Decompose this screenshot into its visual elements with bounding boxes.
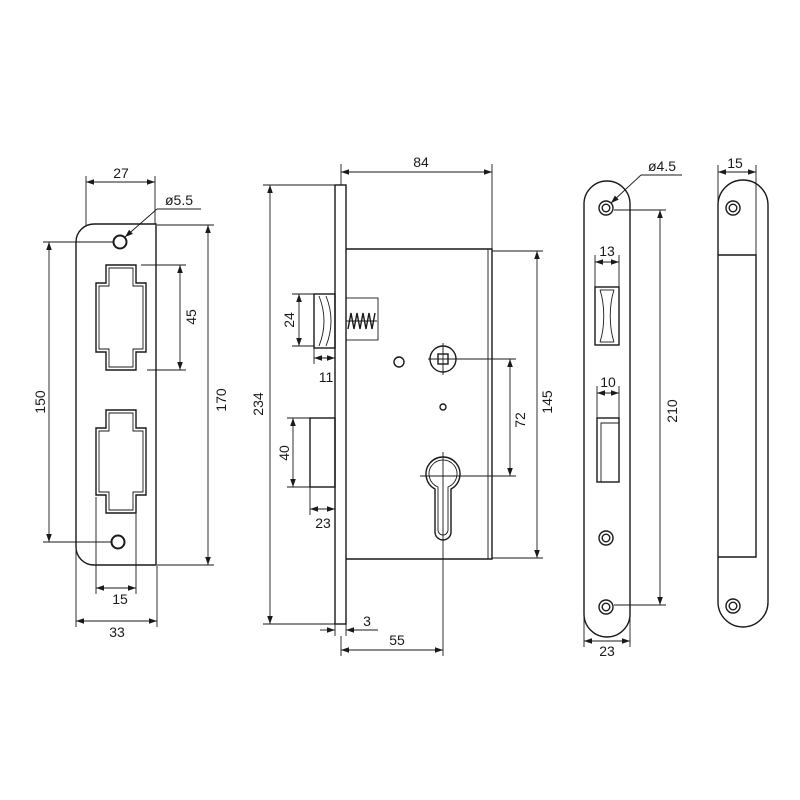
dimension-deadbolt-slot: 10 [596, 374, 620, 418]
faceplate-middle-screw-hole [598, 530, 614, 546]
latch-bolt-body [313, 293, 336, 349]
strike-plate-upper-screw-hole [112, 234, 128, 250]
dimension-label: 45 [183, 309, 199, 325]
dimension-center-distance: 72 [420, 358, 528, 477]
dimension-label: 210 [664, 399, 680, 423]
latch-bolt [313, 293, 336, 349]
faceplate-back-outline [717, 179, 769, 628]
dimension-label: ø4.5 [648, 158, 676, 174]
faceplate-latch-slot [594, 286, 620, 346]
dimension-label: 55 [389, 632, 405, 648]
fixing-hole [439, 403, 447, 411]
faceplate-lower-screw-hole [598, 599, 614, 615]
dimension-label: 23 [315, 515, 331, 531]
dimension-strike-hole-spacing: 150 [32, 241, 113, 543]
strike-plate-lower-screw-hole [110, 534, 126, 550]
dimension-label: 27 [113, 165, 129, 181]
dimension-faceplate-back: 15 [717, 155, 757, 255]
latch-bolt-curve [318, 295, 325, 347]
dimension-label: 11 [319, 369, 334, 385]
latch-slot-outline [594, 286, 620, 346]
dimension-faceplate-hole-spacing: 210 [614, 209, 680, 606]
latch-slot-curve [599, 289, 605, 343]
dimension-deadbolt-projection: 23 [309, 487, 336, 531]
dimension-case: 145 [492, 250, 555, 559]
leader-line [124, 208, 158, 238]
dimension-strike-opening-height: 45 [141, 264, 199, 371]
strike-plate-outline [75, 223, 157, 566]
dimension-lock-depth: 84 [340, 154, 493, 249]
faceplate-front-outline [583, 180, 631, 638]
dimension-label: 150 [32, 390, 48, 414]
faceplate-back-lower-screw-hole [725, 598, 741, 614]
strike-plate-view: 27 ø5.5 45 150 170 15 [32, 165, 229, 640]
screw-hole-bore [601, 203, 611, 213]
dimension-strike-top: 27 [85, 165, 156, 226]
faceplate-front-view: ø4.5 13 10 210 23 [583, 158, 682, 659]
dimension-latch-slot: 13 [594, 243, 620, 287]
dimension-strike-overall-span: 33 [75, 550, 158, 640]
dimension-strike-opening-span: 15 [95, 497, 137, 607]
latch-opening-inner-edge [98, 267, 144, 368]
dimension-label: 84 [413, 154, 429, 170]
dimension-label: 234 [250, 392, 266, 416]
lock-case-contact-area [718, 254, 757, 558]
latch-spring [345, 297, 379, 341]
dimension-faceplate-hole-diameter: ø4.5 [610, 158, 682, 204]
dimension-backset: 55 [340, 632, 443, 656]
dimension-latch: 24 [281, 293, 314, 347]
dimension-latch-projection: 11 [313, 348, 336, 385]
screw-hole-countersink [598, 200, 614, 216]
dimension-label: 145 [539, 390, 555, 414]
dimension-strike-overall-length: 170 [157, 224, 229, 566]
leader-line [610, 174, 642, 204]
faceplate-back-view: 15 [717, 155, 769, 628]
faceplate-deadbolt-slot [596, 417, 620, 483]
lock-case [346, 248, 493, 560]
latch-spring-housing [345, 297, 379, 341]
screw-hole-countersink [725, 200, 741, 216]
dimension-label: 13 [599, 243, 615, 259]
latch-opening-outer-edge [95, 264, 147, 371]
follower-pin-hole [393, 356, 405, 368]
bolt-opening-inner-edge [98, 412, 144, 511]
dimension-label: 23 [599, 643, 615, 659]
strike-plate-bolt-opening [95, 409, 147, 514]
faceplate-upper-screw-hole [598, 200, 614, 216]
dimension-strike-hole-diameter: ø5.5 [124, 192, 201, 238]
dimension-label: 3 [363, 613, 371, 629]
strike-plate-latch-opening [95, 264, 147, 371]
dimension-label: ø5.5 [165, 192, 193, 208]
dimension-deadbolt: 40 [276, 417, 310, 488]
dimension-label: 10 [600, 374, 616, 390]
dimension-label: 24 [281, 312, 297, 328]
latch-bolt-curve [325, 295, 332, 347]
screw-hole-bore [728, 601, 738, 611]
screw-hole-countersink [598, 599, 614, 615]
screw-hole-countersink [725, 598, 741, 614]
bolt-opening-outer-edge [95, 409, 147, 514]
screw-hole-bore [601, 533, 611, 543]
latch-slot-curve [609, 289, 615, 343]
dimension-label: 170 [213, 388, 229, 412]
screw-hole-bore [728, 203, 738, 213]
lock-faceplate-edge [334, 184, 347, 625]
dimension-label: 15 [727, 155, 743, 171]
screw-hole-countersink [598, 530, 614, 546]
faceplate-back-upper-screw-hole [725, 200, 741, 216]
dimension-faceplate-thickness: 3 [320, 613, 378, 636]
deadbolt [309, 417, 336, 488]
dimension-label: 15 [112, 591, 128, 607]
lock-body-view: 84 24 11 234 40 [250, 154, 555, 656]
dimension-label: 40 [276, 445, 292, 461]
screw-hole-bore [601, 602, 611, 612]
dimension-faceplate-length: 234 [250, 184, 335, 625]
dimension-label: 33 [109, 624, 125, 640]
dimension-label: 72 [512, 412, 528, 428]
dimension-faceplate-front: 23 [583, 614, 631, 659]
deadbolt-slot-inner-edge [600, 422, 619, 482]
deadbolt-slot-outline [596, 417, 620, 483]
